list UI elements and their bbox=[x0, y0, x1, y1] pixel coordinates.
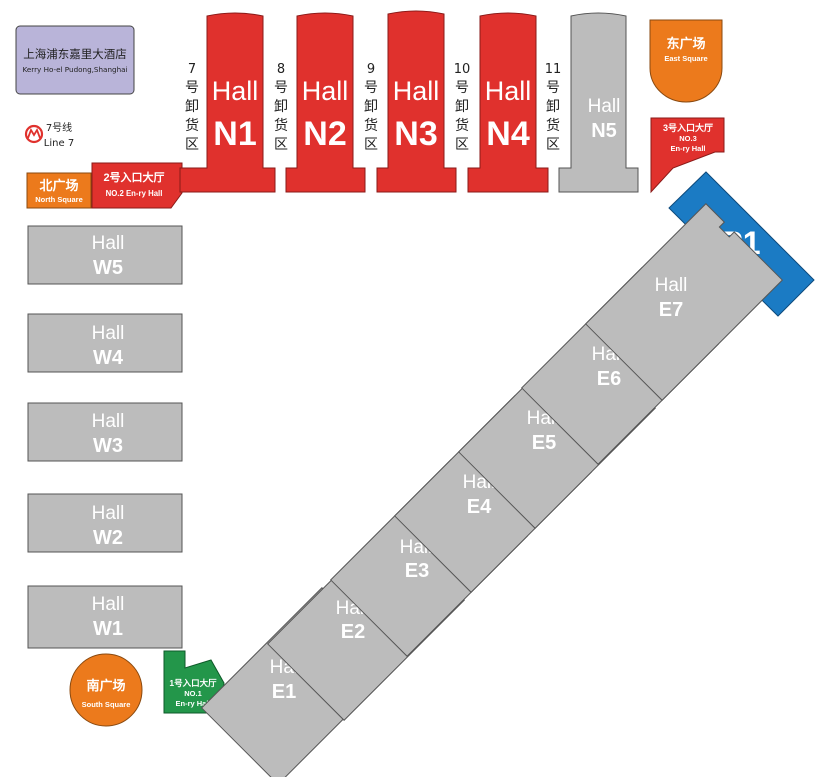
loading-dock-8: 8 号 卸 货 区 bbox=[274, 62, 288, 153]
hall-w5-word: Hall bbox=[92, 233, 125, 254]
svg-text:货: 货 bbox=[185, 117, 199, 134]
hall-w3-id: W3 bbox=[93, 435, 123, 457]
svg-text:卸: 卸 bbox=[455, 99, 469, 115]
hall-w1-word: Hall bbox=[92, 594, 125, 615]
svg-text:货: 货 bbox=[546, 117, 560, 134]
hall-w1-id: W1 bbox=[93, 618, 123, 640]
hotel-kerry-pudong[interactable]: 上海浦东嘉里大酒店 Kerry Ho-el Pudong,Shanghai bbox=[15, 25, 135, 95]
hall-n2-id: N2 bbox=[303, 115, 346, 153]
entry-hall-1-line3: En-ry Hall bbox=[175, 699, 210, 708]
hall-w5[interactable]: Hall W5 bbox=[27, 225, 183, 285]
svg-text:区: 区 bbox=[546, 137, 560, 153]
hall-w4-word: Hall bbox=[92, 323, 125, 344]
entry-hall-3-line3: En-ry Hall bbox=[670, 144, 705, 153]
entry-hall-2-en: NO.2 En-ry Hall bbox=[106, 189, 163, 198]
svg-text:区: 区 bbox=[185, 137, 199, 153]
east-square[interactable]: 东广场 East Square bbox=[649, 19, 723, 103]
svg-text:卸: 卸 bbox=[185, 99, 199, 115]
east-square-en: East Square bbox=[664, 54, 707, 63]
hall-e4-id: E4 bbox=[467, 496, 492, 518]
entry-hall-1[interactable]: 1号入口大厅 NO.1 En-ry Hall bbox=[163, 650, 225, 714]
svg-text:货: 货 bbox=[274, 117, 288, 134]
svg-text:卸: 卸 bbox=[546, 99, 560, 115]
hall-n5-id: N5 bbox=[591, 120, 617, 142]
svg-text:区: 区 bbox=[274, 137, 288, 153]
hall-n5[interactable]: Hall N5 bbox=[558, 12, 639, 193]
hall-n3-id: N3 bbox=[394, 115, 437, 153]
hall-n1-id: N1 bbox=[213, 115, 256, 153]
hall-n5-word: Hall bbox=[588, 96, 621, 117]
svg-text:号: 号 bbox=[546, 80, 560, 96]
hall-w2-id: W2 bbox=[93, 527, 123, 549]
south-square-cn: 南广场 bbox=[86, 678, 125, 693]
hall-e7[interactable] bbox=[585, 203, 783, 401]
loading-dock-11: 11 号 卸 货 区 bbox=[545, 62, 562, 153]
hall-w5-id: W5 bbox=[93, 257, 123, 279]
entry-hall-3-cn: 3号入口大厅 bbox=[663, 122, 713, 133]
north-square-cn: 北广场 bbox=[39, 178, 78, 193]
svg-text:卸: 卸 bbox=[364, 99, 378, 115]
south-square[interactable]: 南广场 South Square bbox=[69, 653, 143, 727]
hall-n4-id: N4 bbox=[486, 115, 530, 153]
hall-n3-word: Hall bbox=[393, 76, 440, 106]
hall-n2-word: Hall bbox=[302, 76, 349, 106]
svg-text:11: 11 bbox=[545, 62, 562, 77]
south-square-en: South Square bbox=[82, 700, 131, 709]
svg-text:号: 号 bbox=[364, 80, 378, 96]
entry-hall-3[interactable]: 3号入口大厅 NO.3 En-ry Hall bbox=[650, 117, 725, 194]
metro-icon bbox=[24, 124, 44, 144]
hall-n1[interactable]: Hall N1 bbox=[179, 12, 276, 193]
hall-n1-word: Hall bbox=[212, 76, 259, 106]
hall-n4-word: Hall bbox=[485, 76, 532, 106]
loading-dock-9: 9 号 卸 货 区 bbox=[364, 62, 378, 153]
hotel-name-en: Kerry Ho-el Pudong,Shanghai bbox=[22, 65, 127, 74]
hall-w1[interactable]: Hall W1 bbox=[27, 585, 183, 649]
north-square[interactable]: 北广场 North Square bbox=[26, 172, 92, 209]
east-square-cn: 东广场 bbox=[666, 36, 705, 51]
svg-text:货: 货 bbox=[364, 117, 378, 134]
hall-n3[interactable]: Hall N3 bbox=[376, 10, 457, 193]
hall-e1-id: E1 bbox=[272, 681, 296, 703]
hall-e2-id: E2 bbox=[341, 621, 365, 643]
svg-text:区: 区 bbox=[364, 137, 378, 153]
svg-text:货: 货 bbox=[455, 117, 469, 134]
hall-e7-id: E7 bbox=[659, 299, 683, 321]
hall-w4-id: W4 bbox=[93, 347, 124, 369]
metro-line-7[interactable]: 7号线 Line 7 bbox=[24, 121, 74, 149]
svg-text:号: 号 bbox=[274, 80, 288, 96]
entry-hall-2[interactable]: 2号入口大厅 NO.2 En-ry Hall bbox=[91, 162, 183, 209]
hall-w4[interactable]: Hall W4 bbox=[27, 313, 183, 373]
svg-text:区: 区 bbox=[455, 137, 469, 153]
svg-text:10: 10 bbox=[454, 62, 471, 77]
hall-e6-id: E6 bbox=[597, 368, 621, 390]
hall-e3-id: E3 bbox=[405, 560, 429, 582]
loading-dock-10: 10 号 卸 货 区 bbox=[454, 62, 471, 153]
hall-n2[interactable]: Hall N2 bbox=[285, 12, 366, 193]
hall-e5-id: E5 bbox=[532, 432, 556, 454]
svg-text:号: 号 bbox=[455, 80, 469, 96]
hall-w2[interactable]: Hall W2 bbox=[27, 493, 183, 553]
svg-text:9: 9 bbox=[367, 62, 375, 77]
metro-line-cn: 7号线 bbox=[46, 121, 72, 134]
entry-hall-3-line2: NO.3 bbox=[679, 134, 697, 143]
svg-text:8: 8 bbox=[277, 62, 285, 77]
entry-hall-1-line2: NO.1 bbox=[184, 689, 202, 698]
hall-e7-word: Hall bbox=[655, 275, 688, 296]
loading-dock-7: 7 号 卸 货 区 bbox=[185, 62, 199, 153]
hall-w3[interactable]: Hall W3 bbox=[27, 402, 183, 462]
entry-hall-2-cn: 2号入口大厅 bbox=[103, 170, 164, 184]
entry-hall-1-cn: 1号入口大厅 bbox=[169, 678, 217, 688]
hall-n4[interactable]: Hall N4 bbox=[467, 12, 549, 193]
hall-w3-word: Hall bbox=[92, 411, 125, 432]
svg-text:7: 7 bbox=[188, 62, 196, 77]
hotel-name-cn: 上海浦东嘉里大酒店 bbox=[23, 47, 127, 61]
hall-w2-word: Hall bbox=[92, 503, 125, 524]
svg-text:号: 号 bbox=[185, 80, 199, 96]
metro-line-en: Line 7 bbox=[44, 138, 74, 149]
svg-text:卸: 卸 bbox=[274, 99, 288, 115]
north-square-en: North Square bbox=[35, 195, 83, 204]
